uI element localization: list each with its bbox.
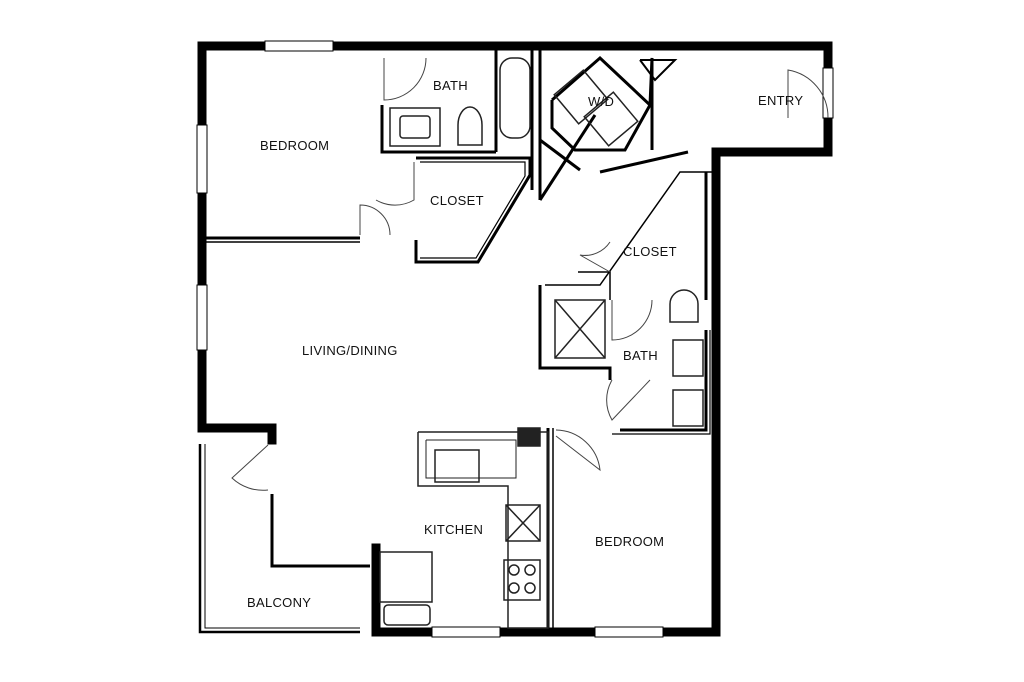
room-label-bedroom: BEDROOM <box>260 138 329 153</box>
room-label-bedroom: BEDROOM <box>595 534 664 549</box>
doors <box>231 57 829 491</box>
dishwasher-icon <box>505 504 541 542</box>
exterior-walls <box>197 41 833 637</box>
room-label-laundry: W/D <box>588 94 614 109</box>
fixtures <box>379 57 704 629</box>
refrigerator-icon <box>379 551 433 603</box>
windows <box>196 40 834 638</box>
room-labels: BEDROOM BATH CLOSET W/D ENTRY CLOSET LIV… <box>247 78 803 610</box>
sink-icon <box>672 389 704 427</box>
room-label-closet: CLOSET <box>430 193 484 208</box>
dryer-icon <box>583 91 639 147</box>
room-label-bath: BATH <box>623 348 658 363</box>
sink-icon <box>434 449 480 483</box>
shower-icon <box>554 299 606 359</box>
range-icon <box>503 559 541 601</box>
fridge-icon <box>517 427 541 447</box>
room-label-living-dining: LIVING/DINING <box>302 343 398 358</box>
sink-icon <box>389 107 441 147</box>
room-label-kitchen: KITCHEN <box>424 522 483 537</box>
washer-icon <box>553 69 609 125</box>
room-label-closet: CLOSET <box>623 244 677 259</box>
bathtub-icon <box>499 57 531 139</box>
toilet-icon <box>457 106 483 146</box>
room-label-bath: BATH <box>433 78 468 93</box>
room-label-balcony: BALCONY <box>247 595 311 610</box>
toilet-icon <box>669 289 699 323</box>
room-label-entry: ENTRY <box>758 93 803 108</box>
sink-icon <box>672 339 704 377</box>
